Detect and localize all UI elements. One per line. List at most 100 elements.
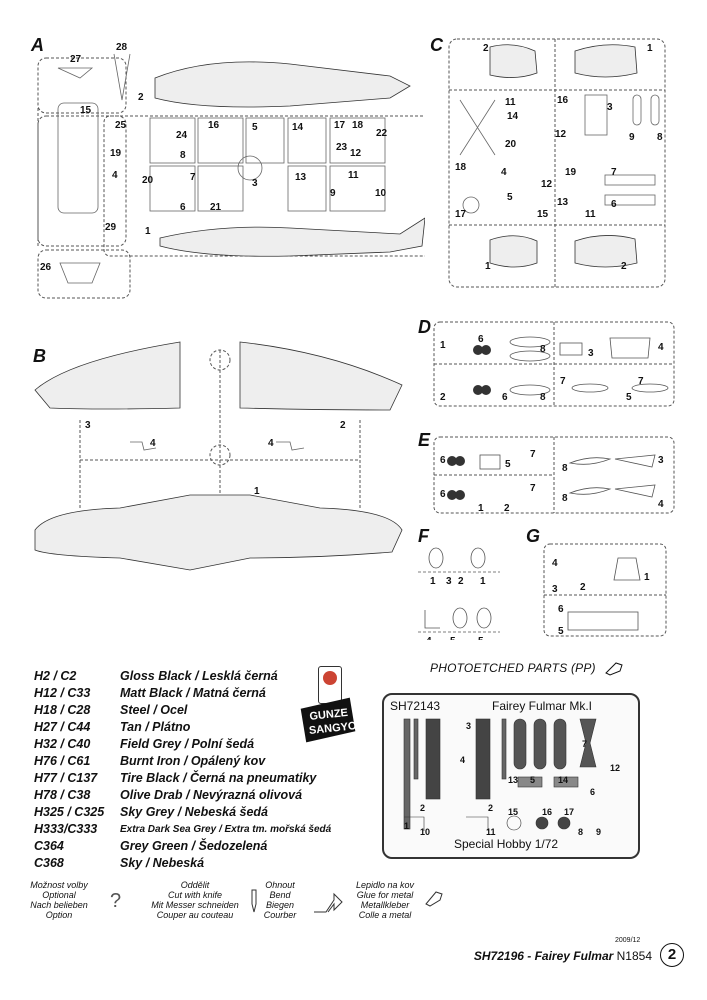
svg-text:29: 29 (105, 222, 117, 233)
svg-text:15: 15 (537, 209, 549, 220)
svg-text:5: 5 (507, 192, 513, 203)
svg-text:24: 24 (176, 130, 188, 141)
symbol-optional: Možnost volby Optional Nach belieben Opt… (30, 880, 88, 920)
svg-text:21: 21 (210, 202, 222, 213)
svg-text:15: 15 (508, 807, 518, 817)
svg-text:2: 2 (580, 582, 586, 593)
svg-text:16: 16 (557, 95, 569, 106)
photoetch-kit-name: Fairey Fulmar Mk.I (492, 699, 593, 713)
svg-text:3: 3 (552, 584, 558, 595)
svg-text:5: 5 (450, 636, 456, 640)
svg-text:3: 3 (607, 102, 613, 113)
svg-text:9: 9 (596, 827, 601, 837)
svg-text:16: 16 (542, 807, 552, 817)
svg-text:19: 19 (110, 148, 122, 159)
gunze-sangyo-logo: GUNZE SANGYO (300, 697, 358, 743)
svg-text:11: 11 (505, 97, 516, 108)
svg-text:7: 7 (611, 167, 617, 178)
svg-text:4: 4 (658, 499, 664, 510)
svg-text:4: 4 (426, 636, 432, 640)
svg-text:8: 8 (540, 344, 546, 355)
svg-text:12: 12 (555, 129, 567, 140)
svg-text:6: 6 (502, 392, 508, 403)
svg-text:3: 3 (252, 178, 258, 189)
svg-text:5: 5 (530, 775, 535, 785)
svg-text:1: 1 (478, 503, 484, 514)
svg-text:6: 6 (558, 604, 564, 615)
svg-text:25: 25 (115, 120, 127, 131)
logo-line-2: SANGYO (308, 720, 357, 737)
symbol-cut: Oddělit Cut with knife Mit Messer schnei… (151, 880, 239, 920)
svg-text:4: 4 (268, 438, 274, 449)
svg-text:7: 7 (190, 172, 196, 183)
svg-text:4: 4 (501, 167, 507, 178)
footer-title: SH72196 - Fairey Fulmar N1854 (473, 949, 652, 963)
svg-text:2: 2 (340, 420, 346, 431)
svg-text:7: 7 (560, 376, 566, 387)
svg-text:1: 1 (644, 572, 650, 583)
svg-text:9: 9 (629, 132, 635, 143)
photoetch-fret: SH72143 Fairey Fulmar Mk.I Special Hobby… (382, 693, 640, 859)
svg-text:23: 23 (336, 142, 348, 153)
svg-text:3: 3 (85, 420, 91, 431)
svg-text:4: 4 (658, 342, 664, 353)
svg-text:7: 7 (530, 449, 536, 460)
svg-text:3: 3 (446, 576, 452, 587)
svg-text:3: 3 (588, 348, 594, 359)
svg-text:14: 14 (558, 775, 568, 785)
svg-text:5: 5 (505, 459, 511, 470)
svg-text:22: 22 (376, 128, 388, 139)
sprue-b-drawing: 34 42 1 (34, 341, 403, 571)
svg-text:2: 2 (621, 261, 627, 272)
bend-arrow-icon (314, 892, 343, 913)
svg-text:26: 26 (40, 262, 52, 273)
svg-text:14: 14 (507, 111, 519, 122)
svg-text:10: 10 (375, 188, 387, 199)
svg-text:17: 17 (455, 209, 467, 220)
logo-line-1: GUNZE (309, 707, 349, 723)
svg-text:1: 1 (430, 576, 436, 587)
svg-text:1: 1 (254, 486, 260, 497)
svg-text:15: 15 (80, 105, 92, 116)
svg-text:3: 3 (466, 721, 471, 731)
svg-text:18: 18 (455, 162, 467, 173)
svg-text:1: 1 (404, 821, 409, 831)
svg-text:5: 5 (626, 392, 632, 403)
sprue-a-letter: A (31, 35, 44, 55)
sprue-c-letter: C (430, 35, 443, 55)
svg-text:2: 2 (440, 392, 446, 403)
svg-text:5: 5 (558, 626, 564, 637)
svg-text:5: 5 (252, 122, 258, 133)
glue-icon (605, 662, 623, 676)
svg-text:12: 12 (350, 148, 362, 159)
svg-text:1: 1 (480, 576, 486, 587)
svg-text:7: 7 (582, 739, 587, 749)
svg-text:1: 1 (440, 340, 446, 351)
svg-text:6: 6 (440, 489, 446, 500)
svg-text:6: 6 (440, 455, 446, 466)
sprue-g-letter: G (526, 526, 541, 546)
photoetch-title: PHOTOETCHED PARTS (PP) (430, 661, 596, 675)
page-number: 2 (660, 943, 684, 967)
svg-text:13: 13 (508, 775, 518, 785)
svg-text:2: 2 (488, 803, 493, 813)
svg-text:17: 17 (564, 807, 574, 817)
svg-text:8: 8 (562, 493, 568, 504)
svg-text:13: 13 (295, 172, 307, 183)
svg-text:2: 2 (458, 576, 464, 587)
svg-text:28: 28 (116, 42, 128, 53)
